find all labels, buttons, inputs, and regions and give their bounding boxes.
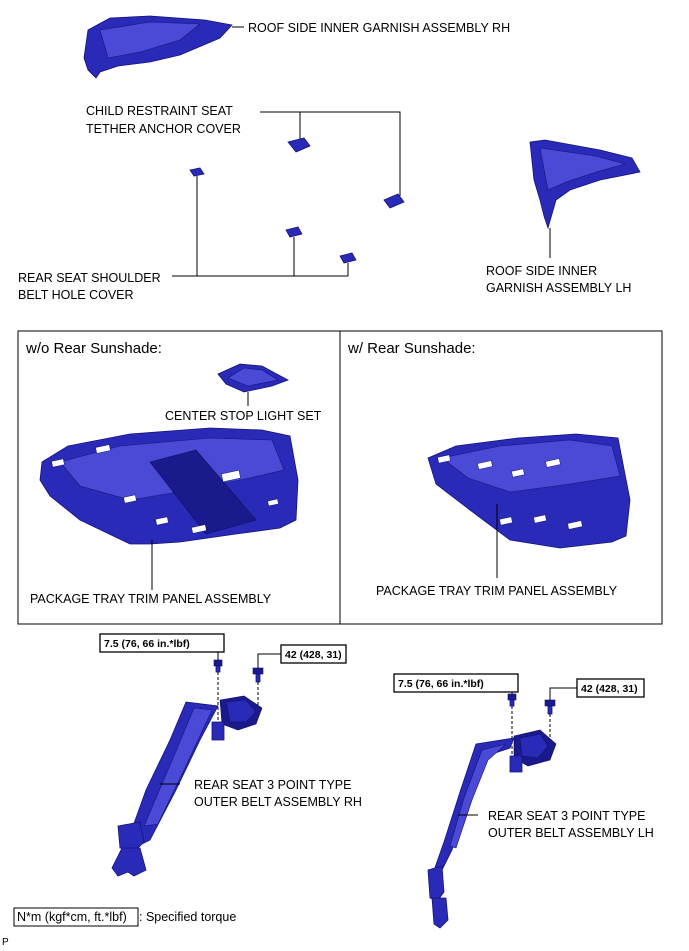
bolt-rh-small [213,659,223,673]
package-tray-right-part [427,433,631,549]
variant-without-title: w/o Rear Sunshade: [25,340,162,357]
torque-lh-small: 7.5 (76, 66 in.*lbf) [398,678,484,690]
bolt-lh-large [544,699,556,715]
package-tray-left-part [39,427,299,545]
package-tray-right-label: PACKAGE TRAY TRIM PANEL ASSEMBLY [376,584,618,598]
tether-cover-1 [287,137,311,153]
footer-code: P [2,937,9,948]
roof-rh-label: ROOF SIDE INNER GARNISH ASSEMBLY RH [248,21,510,35]
belt-rh-label-2: OUTER BELT ASSEMBLY RH [194,795,362,809]
legend-box [13,907,139,927]
legend-description: : Specified torque [139,910,236,924]
torque-box-lh-small [393,673,519,693]
child-restraint-label-2: TETHER ANCHOR COVER [86,122,241,136]
tether-cover-2 [383,193,405,209]
shoulder-label-1: REAR SEAT SHOULDER [18,271,161,285]
shoulder-label-2: BELT HOLE COVER [18,288,134,302]
belt-lh-label-2: OUTER BELT ASSEMBLY LH [488,826,654,840]
torque-lh-large-leader [549,687,577,700]
torque-rh-large-leader [257,653,281,668]
variant-with-title: w/ Rear Sunshade: [347,340,476,357]
legend-unit: N*m (kgf*cm, ft.*lbf) [17,910,127,924]
bolt-rh-large [252,667,264,683]
torque-rh-small: 7.5 (76, 66 in.*lbf) [104,638,190,650]
center-stop-light-highlight [227,367,279,387]
seat-belt-lh-part [427,729,557,929]
belt-hole-cover-1 [189,167,205,177]
torque-lh-large: 42 (428, 31) [581,683,638,695]
belt-hole-cover-2 [285,226,303,238]
roof-garnish-lh-part [529,139,641,230]
roof-lh-label-2: GARNISH ASSEMBLY LH [486,281,631,295]
roof-lh-label-1: ROOF SIDE INNER [486,264,597,278]
bolt-lh-small [507,693,517,707]
center-stop-label: CENTER STOP LIGHT SET [165,409,322,423]
variant-box-with [339,330,663,625]
torque-rh-large: 42 (428, 31) [285,649,342,661]
seat-belt-rh-part [111,695,263,877]
belt-rh-label-1: REAR SEAT 3 POINT TYPE [194,778,351,792]
child-restraint-leader [260,111,401,196]
belt-lh-label-1: REAR SEAT 3 POINT TYPE [488,809,645,823]
torque-box-rh-small [99,633,225,653]
roof-garnish-rh-part [83,15,233,79]
belt-hole-cover-3 [339,252,357,264]
package-tray-left-label: PACKAGE TRAY TRIM PANEL ASSEMBLY [30,592,272,606]
child-restraint-label-1: CHILD RESTRAINT SEAT [86,104,233,118]
